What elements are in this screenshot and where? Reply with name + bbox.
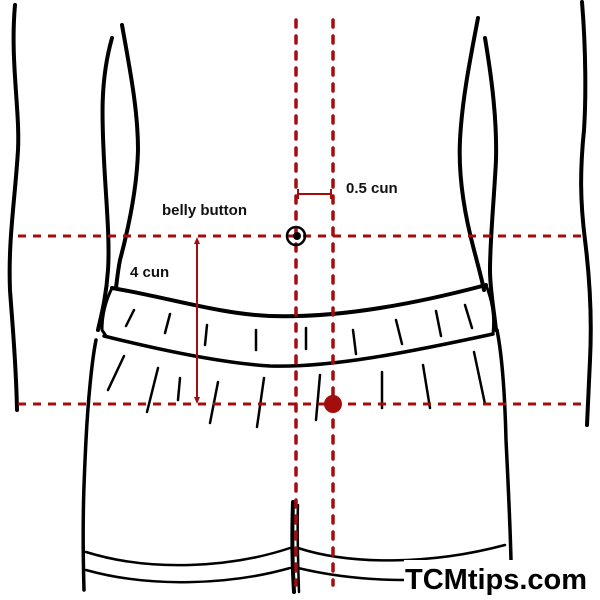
center-seam	[290, 500, 296, 594]
waistband-bottom	[102, 332, 495, 368]
acupuncture-point-marker	[324, 395, 342, 413]
left-hem-bottom	[84, 566, 292, 584]
left-arm-line-inner	[114, 23, 140, 290]
waistband-gathers	[124, 303, 474, 356]
vertical-measure	[194, 237, 200, 404]
waistband-right-end	[484, 283, 496, 336]
left-torso-edge	[7, 3, 21, 412]
vertical-offset-label: 4 cun	[130, 264, 169, 281]
horizontal-measure	[297, 189, 332, 199]
belly-button-marker	[285, 225, 307, 247]
right-hem-top	[296, 543, 507, 562]
shorts	[84, 283, 507, 594]
right-hip-line	[495, 328, 513, 562]
right-arm-line-outer	[457, 16, 486, 292]
guide-lines	[18, 18, 585, 587]
horizontal-offset-label: 0.5 cun	[346, 180, 398, 197]
left-arm-line-outer	[96, 36, 114, 332]
waistband-top	[110, 283, 488, 319]
shorts-gathers	[106, 350, 487, 429]
body-outline	[7, 0, 593, 592]
left-hem-top	[84, 546, 292, 567]
waistband-left-end	[100, 286, 114, 338]
right-hem-bottom	[296, 566, 407, 582]
right-arm-line-inner	[483, 36, 499, 332]
center-seam-2	[296, 503, 301, 594]
watermark: TCMtips.com	[405, 564, 587, 596]
right-torso-edge	[579, 0, 593, 427]
left-hip-line	[81, 338, 98, 592]
belly-button-label: belly button	[162, 202, 247, 219]
